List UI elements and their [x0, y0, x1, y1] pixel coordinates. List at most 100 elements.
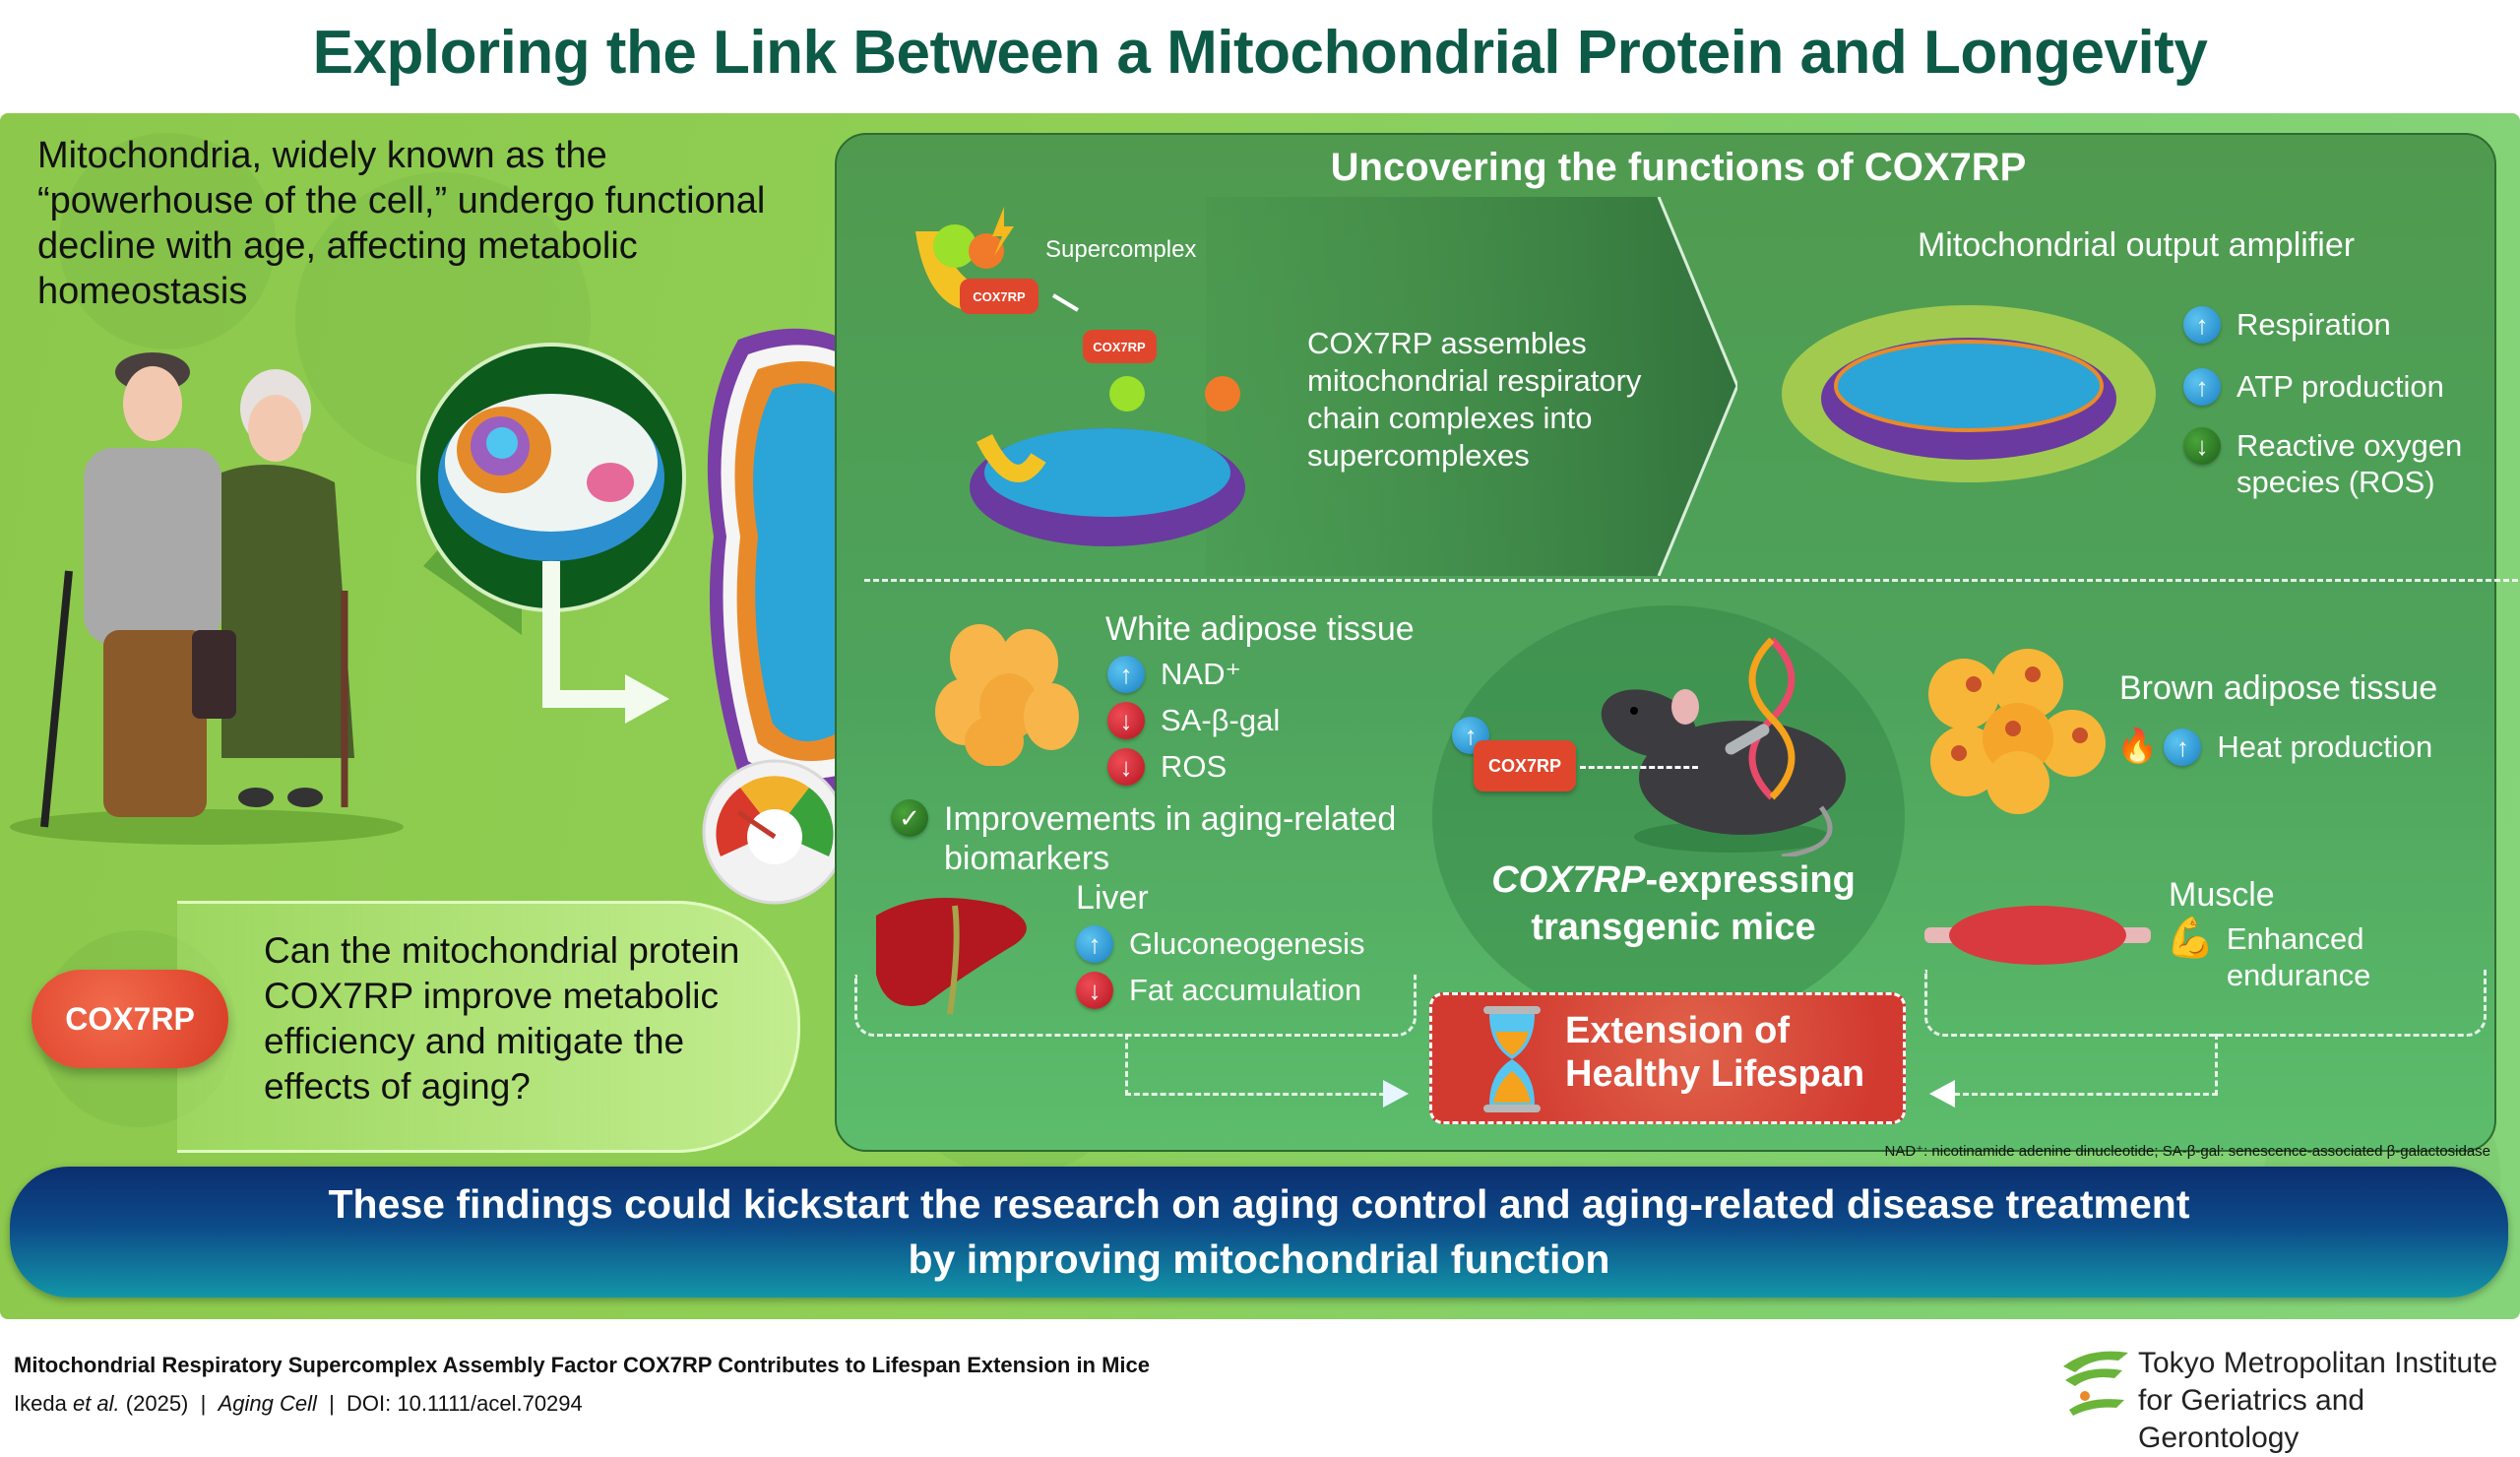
improvements-note: ✓ Improvements in aging-related biomarke…: [891, 799, 1442, 878]
matrix: [753, 383, 851, 741]
stat-label: Fat accumulation: [1129, 973, 1362, 1007]
stat-fat-accumulation: ↓ Fat accumulation: [1076, 972, 1361, 1009]
mouse-eye: [1630, 707, 1638, 715]
arrow-left-icon: [1929, 1080, 1955, 1108]
arrow-up-icon: ↑: [1452, 717, 1489, 754]
conclusion-banner: [10, 1167, 2508, 1298]
arrow-icon: [1051, 293, 1080, 312]
sand-top: [1495, 1032, 1529, 1055]
sand-bottom: [1493, 1071, 1531, 1103]
woman-head: [248, 395, 303, 462]
supercomplex-illustration: COX7RP COX7RP: [915, 207, 1245, 546]
page-title: Exploring the Link Between a Mitochondri…: [312, 19, 2208, 87]
reference-year: (2025): [125, 1391, 189, 1416]
brown-fat-cell: [1983, 703, 2053, 774]
flame-icon: 🔥: [2116, 728, 2159, 765]
mouse-tail: [1781, 805, 1833, 856]
question-text: Can the mitochondrial protein COX7RP imp…: [264, 930, 740, 1107]
nucleolus: [486, 427, 518, 459]
brown-fat-cell: [1992, 649, 2063, 720]
assemble-text: COX7RP assembles mitochondrial respirato…: [1307, 326, 1642, 473]
mitochondrion-matrix: [984, 428, 1230, 517]
cell-nucleus: [1951, 745, 1967, 761]
reference-doi[interactable]: DOI: 10.1111/acel.70294: [346, 1391, 583, 1416]
handbag-icon: [192, 630, 236, 719]
dna-strand: [1748, 637, 1796, 800]
stat-label: Respiration: [2236, 307, 2391, 342]
stat-label: Gluconeogenesis: [1129, 926, 1365, 961]
logo-leaf: [2063, 1351, 2128, 1372]
reference-et-al: et al.: [72, 1391, 120, 1416]
checkmark-icon: ✓: [891, 799, 928, 837]
supercomplex-label: Supercomplex: [1045, 236, 1197, 263]
intro-text: Mitochondria, widely known as the “power…: [37, 135, 766, 312]
muscle-title: Muscle: [2169, 876, 2275, 914]
cox7rp-pill: COX7RP: [32, 970, 228, 1068]
muscle-belly: [1949, 906, 2126, 965]
stat-atp-production: ↑ ATP production: [2183, 368, 2444, 406]
improvements-label: Improvements in aging-related biomarkers: [944, 800, 1397, 877]
institute-name: Tokyo Metropolitan Institute for Geriatr…: [2138, 1345, 2520, 1457]
gauge-yellow: [740, 776, 809, 832]
gauge-needle: [736, 809, 777, 840]
reference-title: Mitochondrial Respiratory Supercomplex A…: [14, 1353, 1151, 1377]
man-head: [123, 366, 182, 441]
liver-dashed-bracket: [854, 975, 1417, 1037]
mouse-label-rest: -expressing: [1645, 859, 1856, 901]
stat-endurance: 💪 Enhanced endurance: [2166, 917, 2392, 993]
cell-nucleus: [2072, 728, 2088, 743]
brown-adipose-cells-icon: [1928, 649, 2106, 814]
conclusion-text: These findings could kickstart the resea…: [10, 1176, 2508, 1287]
separator: |: [329, 1391, 335, 1416]
stat-label: NAD⁺: [1161, 657, 1241, 691]
question-box: [177, 901, 800, 1153]
cox7rp-tag-icon: [1083, 330, 1157, 363]
transgenic-mouse-icon: [1601, 637, 1846, 856]
complex-green: [933, 224, 976, 268]
cox7rp-tag: COX7RP: [1474, 740, 1576, 792]
glowing-mitochondrion-icon: [1782, 305, 2156, 482]
cell-nucleus: [2025, 666, 2041, 682]
shoe: [287, 788, 323, 807]
lifespan-text: Extension of Healthy Lifespan: [1565, 1010, 1865, 1095]
liver-title: Liver: [1076, 879, 1149, 917]
brown-fat-cell: [1986, 751, 2049, 814]
dashed-divider: [864, 579, 2518, 582]
stat-label: Enhanced endurance: [2226, 921, 2371, 992]
reference-authors: Ikeda: [14, 1391, 67, 1416]
gauge-icon: [702, 759, 848, 905]
stat-label: ATP production: [2236, 369, 2444, 404]
muscle-dashed-bracket: [1924, 970, 2487, 1037]
logo-dot: [2080, 1391, 2090, 1401]
stat-label: ROS: [1161, 749, 1228, 784]
brown-adipose-title: Brown adipose tissue: [2119, 669, 2438, 707]
chevron-fill: [1206, 197, 1737, 576]
fat-cell: [950, 624, 1009, 691]
arrow-down-icon: ↓: [1107, 748, 1145, 786]
fat-cell: [965, 716, 1024, 766]
arrow-head-icon: [625, 674, 669, 724]
complex-yellow: [976, 433, 1046, 482]
background-bubble: [59, 133, 276, 349]
flexed-arm-icon: 💪: [2166, 917, 2215, 960]
lightning-icon: [992, 207, 1014, 256]
complex-orange: [1205, 376, 1240, 412]
hourglass-cap: [1483, 1006, 1541, 1014]
hourglass-icon: [1483, 1006, 1541, 1112]
gene-name: COX7RP: [1491, 859, 1646, 901]
cox7rp-tag-icon: [960, 279, 1039, 314]
mouse-label: COX7RP-expressing transgenic mice: [1437, 856, 1910, 951]
cell-nucleus: [1966, 676, 1982, 692]
man-trousers: [103, 630, 207, 817]
mitochondrion-matrix: [1834, 340, 2104, 432]
arrow-head: [1383, 1080, 1409, 1108]
panel-title: Uncovering the functions of COX7RP: [1330, 146, 2027, 189]
arrow-up-icon: ↑: [1076, 925, 1113, 963]
footnote: NAD⁺: nicotinamide adenine dinucleotide;…: [1884, 1143, 2490, 1160]
arrow-down-icon: ↓: [1107, 702, 1145, 739]
white-adipose-cells-icon: [935, 624, 1079, 766]
cox7rp-tag-label: COX7RP: [1093, 340, 1146, 354]
chevron-arrow-shape: [1206, 197, 1737, 576]
stat-ros-wat: ↓ ROS: [1107, 748, 1227, 786]
arrow-up-icon: ↑: [2183, 306, 2221, 344]
